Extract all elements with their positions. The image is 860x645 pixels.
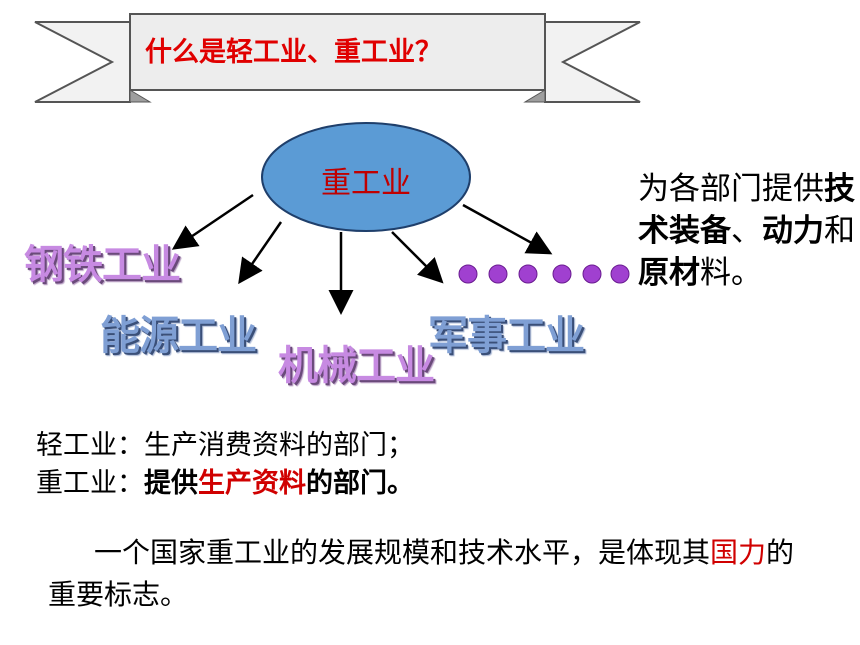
summary-text-1: 一个国家重工业的发展规模和技术水平，是体现其 xyxy=(94,536,711,569)
ellipsis-dot xyxy=(610,264,630,284)
arrow-to-others xyxy=(462,203,553,255)
heavy-industry-diagram xyxy=(171,122,630,315)
ribbon-left-tail xyxy=(34,21,131,103)
side-note-power: 动力 xyxy=(762,213,824,249)
ellipsis-dot xyxy=(582,264,602,284)
arrow-to-energy xyxy=(238,221,283,285)
industry-machinery: 机械工业 xyxy=(278,343,435,389)
ellipsis-dot xyxy=(518,264,538,284)
title-banner xyxy=(34,13,641,103)
industry-energy: 能源工业 xyxy=(100,313,257,359)
ellipsis-dot xyxy=(488,264,508,284)
definition-light-industry: 轻工业：生产消费资料的部门； xyxy=(36,423,414,462)
ribbon-left-fold xyxy=(129,89,152,103)
page-title: 什么是轻工业、重工业？ xyxy=(145,37,442,68)
heavy-def-b: 生产资料 xyxy=(198,468,306,499)
ribbon-right-tail xyxy=(544,21,641,103)
ellipsis-dot xyxy=(552,264,572,284)
more-dots xyxy=(458,264,630,284)
definition-heavy-industry: 重工业：提供生产资料的部门。 xyxy=(36,461,414,500)
light-term: 轻工业 xyxy=(36,430,117,461)
arrow-to-steel xyxy=(171,193,254,250)
industry-steel: 钢铁工业 xyxy=(24,242,181,288)
arrow-to-military xyxy=(391,231,444,284)
side-note-text-2: 、 xyxy=(731,213,762,249)
ribbon-right-fold xyxy=(523,89,546,103)
summary-paragraph: 一个国家重工业的发展规模和技术水平，是体现其国力的重要标志。 xyxy=(48,532,808,616)
light-sep: ： xyxy=(117,430,144,461)
heavy-sep: ： xyxy=(117,468,144,499)
side-note-text-1: 为各部门提供 xyxy=(638,171,824,207)
side-note-tech-equipment: 技术装备 xyxy=(638,171,855,249)
ellipsis-dot xyxy=(458,264,478,284)
summary-national-power: 国力 xyxy=(710,536,767,569)
summary-text-2: 的重要标志。 xyxy=(48,536,795,611)
hub-ellipse xyxy=(261,122,471,232)
heavy-def-a: 提供 xyxy=(144,468,198,499)
side-note-raw-material: 原材 xyxy=(638,255,700,291)
heavy-def-c: 的部门。 xyxy=(306,468,414,499)
ribbon-body xyxy=(129,13,546,91)
side-note-text-4: 料。 xyxy=(700,255,762,291)
hub-label: 重工业 xyxy=(321,166,411,201)
heavy-term: 重工业 xyxy=(36,468,117,499)
side-note-text-3: 和 xyxy=(824,213,855,249)
side-note: 为各部门提供技术装备、动力和原材料。 xyxy=(638,168,858,294)
light-def: 生产消费资料的部门； xyxy=(144,430,414,461)
industry-military: 军事工业 xyxy=(428,313,585,359)
